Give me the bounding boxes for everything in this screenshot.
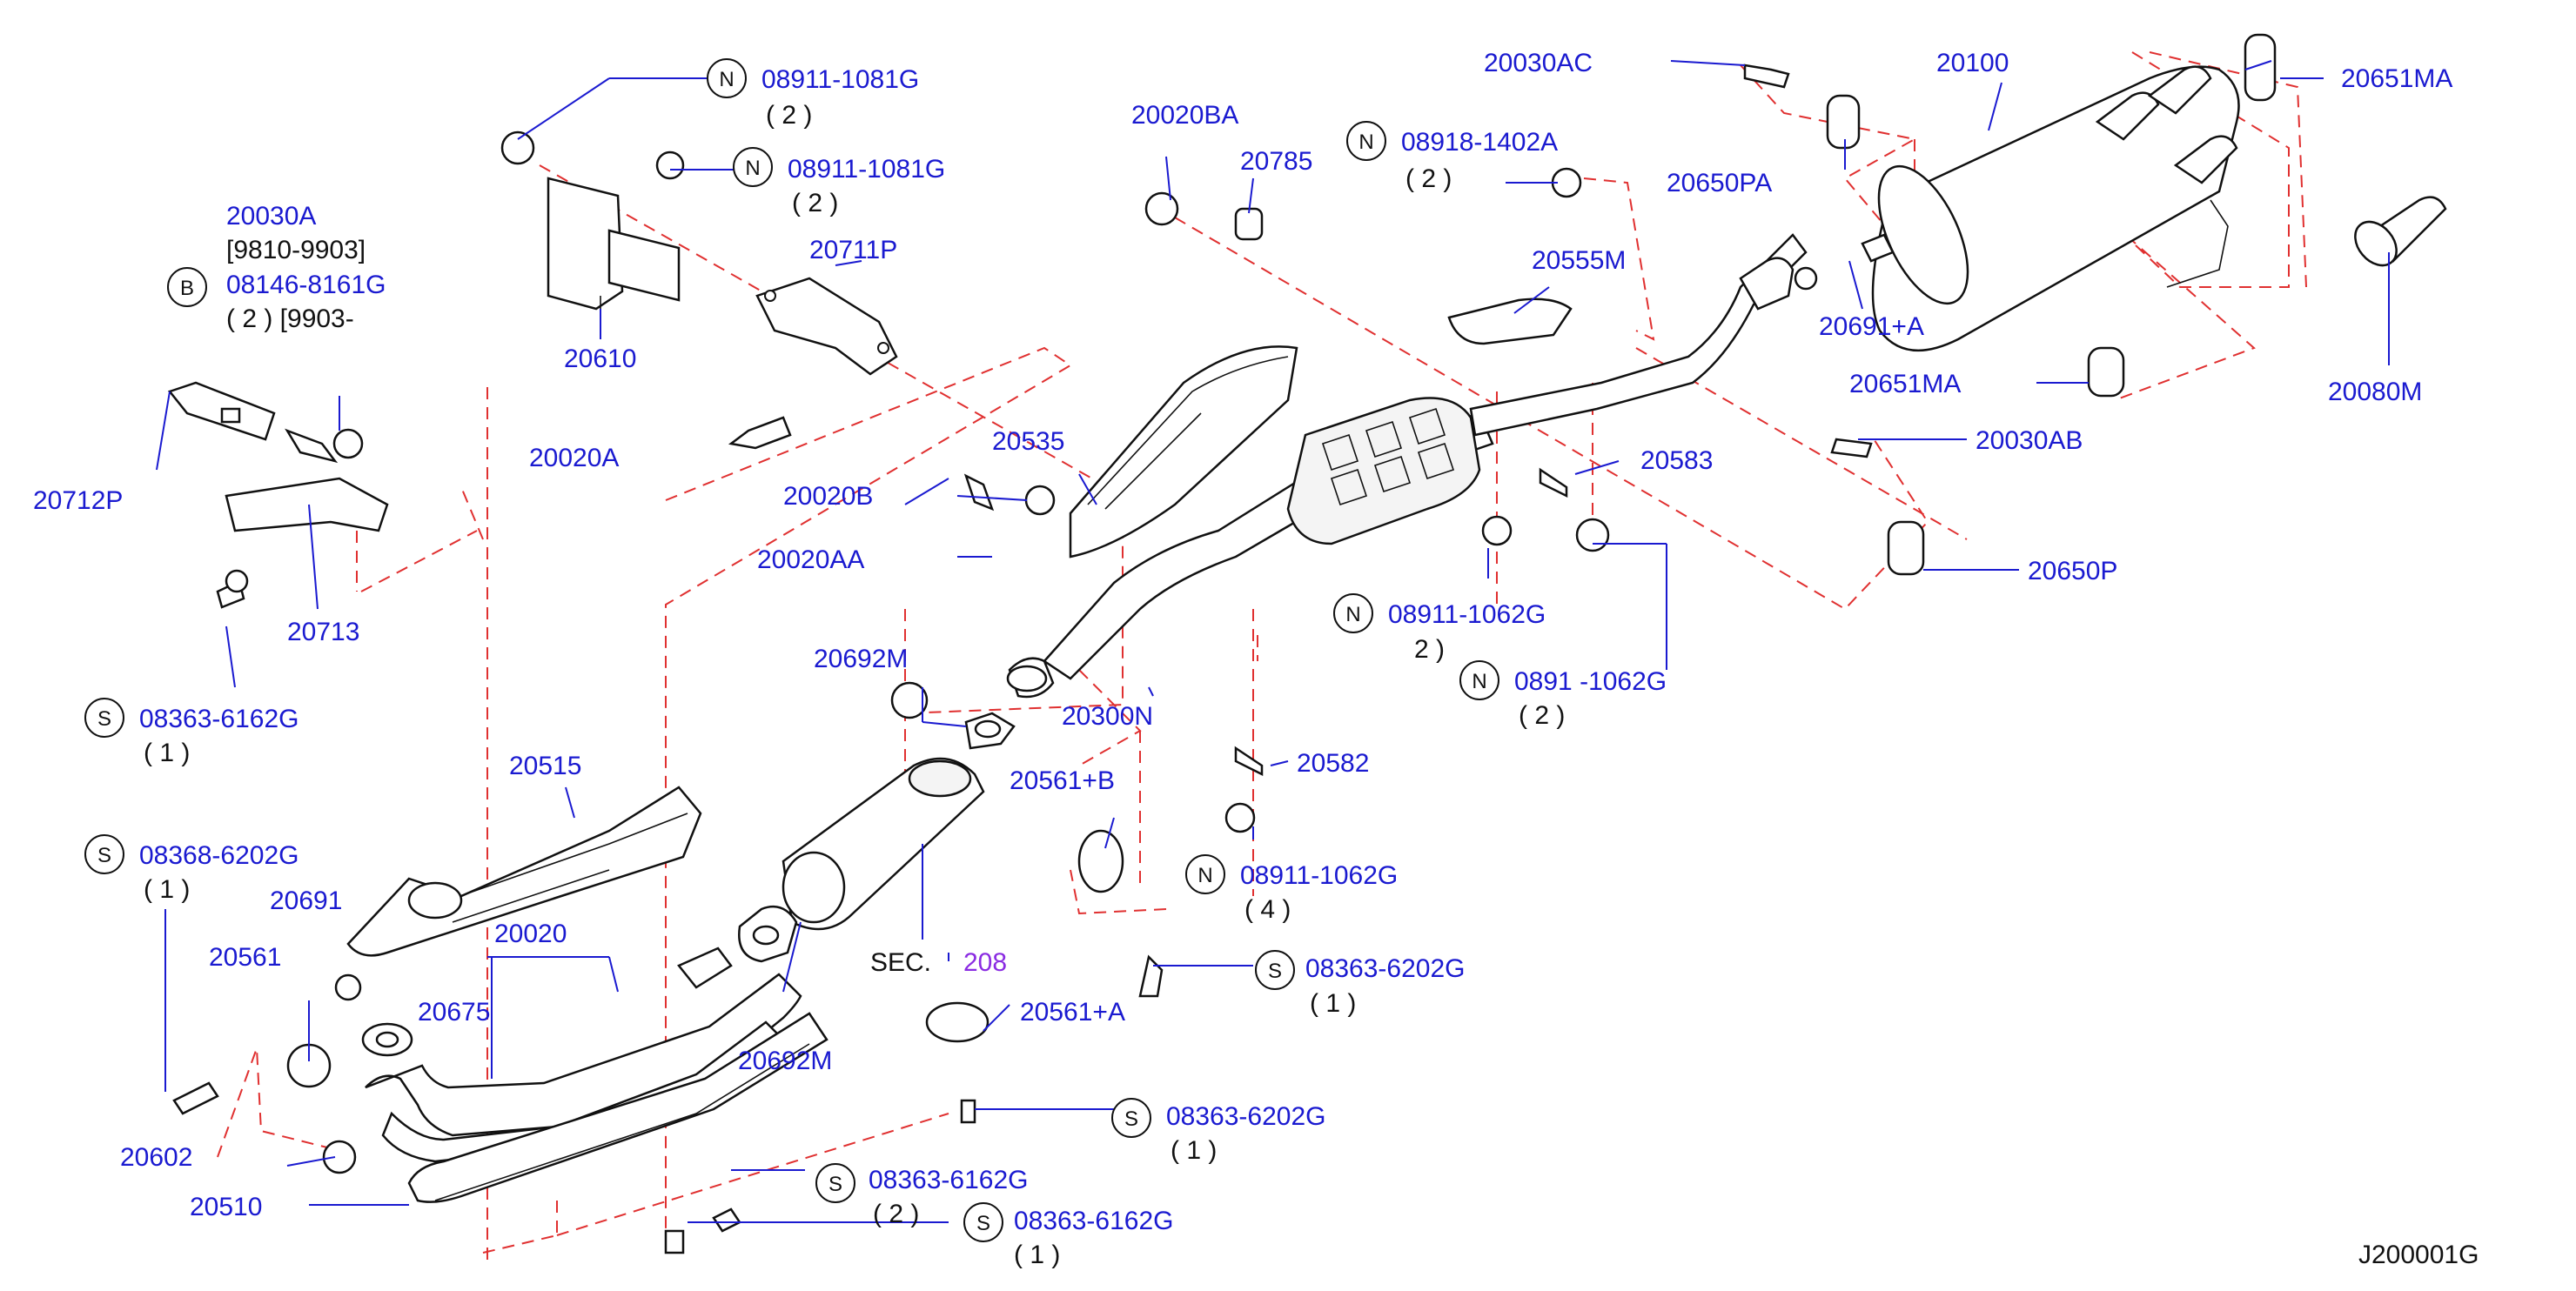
label-08911-1081G-b: 08911-1081G xyxy=(788,155,945,184)
label-08363-6162G-a: 08363-6162G xyxy=(139,705,299,733)
bracket-20712P xyxy=(167,381,276,441)
diagram-code: J200001G xyxy=(2358,1241,2479,1269)
label-20711P: 20711P xyxy=(809,236,897,264)
symbol-b: B xyxy=(180,277,194,300)
symbol-s: S xyxy=(1124,1107,1138,1131)
label-20080M: 20080M xyxy=(2328,378,2422,406)
heat-shield-20555M xyxy=(1447,298,1573,345)
label-20020AA: 20020AA xyxy=(757,545,864,574)
label-20020BA: 20020BA xyxy=(1131,101,1238,130)
label-20510: 20510 xyxy=(190,1193,262,1221)
symbol-s: S xyxy=(97,844,111,867)
symbol-circles: N N B S S S S S S N N N N xyxy=(84,58,1499,1242)
bracket-20713 xyxy=(225,477,389,532)
label-20713: 20713 xyxy=(287,618,359,646)
symbol-s: S xyxy=(97,707,111,731)
label-08363-6162G-c-qty: ( 1 ) xyxy=(1014,1241,1060,1269)
label-20651MA-b: 20651MA xyxy=(1849,370,1961,398)
label-20030A: 20030A xyxy=(226,202,316,231)
label-08911-1062G-c: 08911-1062G xyxy=(1240,861,1398,890)
label-20602: 20602 xyxy=(120,1143,192,1172)
label-20535: 20535 xyxy=(992,427,1064,456)
label-20300N: 20300N xyxy=(1062,702,1153,731)
label-08368-6202G: 08368-6202G xyxy=(139,841,299,870)
symbol-n: N xyxy=(1472,670,1486,693)
label-20030A-range: [9810-9903] xyxy=(226,236,366,264)
label-20650PA: 20650PA xyxy=(1667,169,1772,197)
label-20691-a: 20691+A xyxy=(1819,312,1924,341)
label-08911-1062G-c-qty: ( 4 ) xyxy=(1244,895,1291,924)
label-20515: 20515 xyxy=(509,752,581,780)
label-08363-6162G-c: 08363-6162G xyxy=(1014,1207,1174,1235)
label-20692M-a: 20692M xyxy=(814,645,908,673)
label-08911-1081G-a: 08911-1081G xyxy=(761,65,919,94)
heat-shield-20535 xyxy=(1069,345,1298,559)
label-sec-number: 208 xyxy=(963,948,1007,977)
gasket-20692M xyxy=(964,712,1016,750)
label-08918-qty: ( 2 ) xyxy=(1405,164,1452,193)
label-20651MA-a: 20651MA xyxy=(2341,64,2452,93)
symbol-n: N xyxy=(745,157,760,180)
label-20692M-b: 20692M xyxy=(738,1047,832,1075)
label-08911-1062G-a-qty: 2 ) xyxy=(1414,635,1445,664)
bracket-20711P xyxy=(755,277,898,376)
symbol-n: N xyxy=(719,68,734,91)
label-20712P: 20712P xyxy=(33,486,123,515)
label-20650P: 20650P xyxy=(2028,557,2117,585)
symbol-n: N xyxy=(1345,603,1360,626)
label-08363-6202G-b-qty: ( 1 ) xyxy=(1171,1136,1217,1165)
label-20100: 20100 xyxy=(1936,49,2009,77)
muffler-20100 xyxy=(1861,65,2240,352)
symbol-s: S xyxy=(1268,960,1282,983)
label-20020A: 20020A xyxy=(529,444,619,472)
label-08911-1062G-b: 0891 -1062G xyxy=(1514,667,1667,696)
leader-lines xyxy=(156,60,2390,1223)
label-08363-6162G-b-qty: ( 2 ) xyxy=(873,1200,919,1228)
label-20020B: 20020B xyxy=(783,482,873,511)
label-20691: 20691 xyxy=(270,886,342,915)
heat-shield-20515 xyxy=(346,786,702,957)
label-20555M: 20555M xyxy=(1532,246,1626,275)
label-08911-1062G-a: 08911-1062G xyxy=(1388,600,1546,629)
label-20020: 20020 xyxy=(494,920,567,948)
symbol-s: S xyxy=(976,1212,990,1235)
label-08368-qty: ( 1 ) xyxy=(144,875,190,904)
label-08363-6202G-a: 08363-6202G xyxy=(1305,954,1466,983)
catalytic-converter-front xyxy=(738,757,985,963)
symbol-n: N xyxy=(1197,864,1212,887)
label-08911-1081G-a-qty: ( 2 ) xyxy=(766,101,812,130)
hardware-nuts-bolts xyxy=(172,64,1873,1254)
label-08146-8161G: 08146-8161G xyxy=(226,271,386,299)
symbol-s: S xyxy=(828,1173,842,1196)
label-20675: 20675 xyxy=(418,998,490,1027)
label-20561-b: 20561+B xyxy=(1010,766,1115,795)
label-20582: 20582 xyxy=(1297,749,1369,778)
tail-pipe-20080M xyxy=(2354,196,2447,267)
label-20030AB: 20030AB xyxy=(1976,426,2083,455)
label-08363-6162G-a-qty: ( 1 ) xyxy=(144,739,190,767)
label-08911-1062G-b-qty: ( 2 ) xyxy=(1519,701,1565,730)
label-08146-qty: ( 2 ) [9903- xyxy=(226,304,354,333)
part-labels: 20030A [9810-9903] 08146-8161G ( 2 ) [99… xyxy=(33,49,2479,1269)
front-pipe-assembly xyxy=(361,947,828,1203)
bracket-20610 xyxy=(547,177,681,318)
label-08911-1081G-b-qty: ( 2 ) xyxy=(792,189,838,217)
center-pipe-20300N xyxy=(1006,233,1808,699)
label-08363-6162G-b: 08363-6162G xyxy=(869,1166,1029,1194)
label-20030AC: 20030AC xyxy=(1484,49,1593,77)
label-20561-a: 20561+A xyxy=(1020,998,1125,1027)
clamps xyxy=(925,467,1568,1043)
label-08918-1402A: 08918-1402A xyxy=(1401,128,1558,157)
label-08363-6202G-a-qty: ( 1 ) xyxy=(1310,989,1356,1018)
mounting-rubbers xyxy=(1234,33,2277,576)
label-20785: 20785 xyxy=(1240,147,1312,176)
label-08363-6202G-b: 08363-6202G xyxy=(1166,1102,1326,1131)
label-20583: 20583 xyxy=(1640,446,1713,475)
label-sec: SEC. xyxy=(870,948,931,977)
label-20610: 20610 xyxy=(564,344,636,373)
label-20561: 20561 xyxy=(209,943,281,972)
symbol-n: N xyxy=(1358,130,1373,154)
